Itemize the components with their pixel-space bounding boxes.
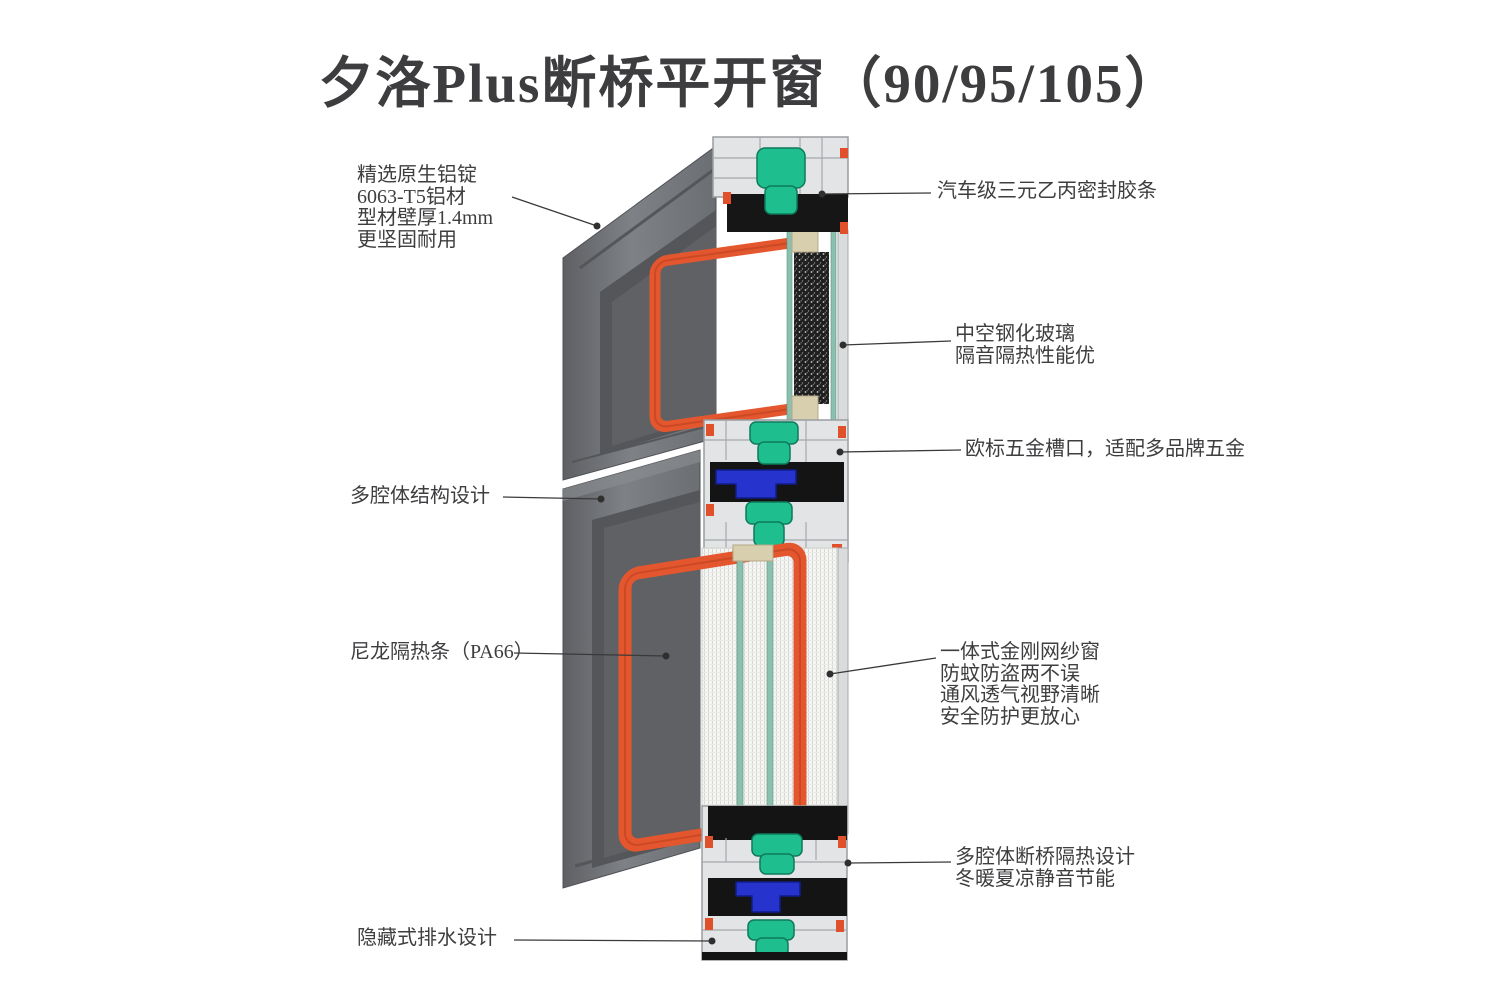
callout-line: 冬暖夏凉静音节能 — [955, 867, 1115, 890]
leader-line — [513, 939, 713, 942]
callout-line: 安全防护更放心 — [940, 705, 1080, 728]
leader-line — [821, 192, 932, 195]
leader-dot — [662, 652, 670, 660]
leader-dots — [593, 190, 852, 945]
leader-line — [829, 657, 937, 675]
callout-insulated-glass: 中空钢化玻璃 隔音隔热性能优 — [955, 323, 1095, 367]
middle-transom-profile-section — [703, 419, 849, 563]
callout-line: 通风透气视野清晰 — [940, 684, 1100, 706]
top-glass-unit — [786, 225, 849, 425]
bottom-frame-profile-section — [701, 805, 848, 961]
page-title: 夕洛Plus断桥平开窗（90/95/105） — [318, 53, 1182, 114]
leader-dot — [836, 448, 844, 456]
callout-line: 防蚊防盗两不误 — [940, 662, 1080, 685]
callout-thermal-break-strip: 尼龙隔热条（PA66） — [350, 641, 534, 664]
callout-aluminum-profile: 精选原生铝锭 6063-T5铝材 型材壁厚1.4mm 更坚固耐用 — [357, 164, 494, 251]
hardware-groove-blue-bottom — [735, 881, 801, 913]
mesh-screen-panel — [701, 547, 849, 835]
leader-dot — [818, 190, 826, 198]
leader-dot — [708, 937, 716, 945]
leader-line — [513, 652, 667, 657]
callout-line: 多腔体结构设计 — [350, 485, 490, 507]
top-frame-slab — [562, 145, 717, 481]
leader-line — [842, 340, 952, 346]
glass-speckle-panel — [794, 252, 829, 404]
callout-line: 中空钢化玻璃 — [955, 323, 1075, 345]
top-frame-profile-section — [712, 136, 849, 234]
callout-hardware-groove: 欧标五金槽口，适配多品牌五金 — [965, 438, 1245, 461]
leader-dot — [597, 495, 605, 503]
callout-epdm-seal: 汽车级三元乙丙密封胶条 — [937, 180, 1157, 203]
callout-security-mesh: 一体式金刚网纱窗 防蚊防盗两不误 通风透气视野清晰 安全防护更放心 — [940, 641, 1100, 728]
callout-line: 隔音隔热性能优 — [955, 344, 1095, 367]
callout-line: 汽车级三元乙丙密封胶条 — [937, 180, 1157, 202]
callout-line: 隐藏式排水设计 — [357, 927, 497, 949]
leader-line — [847, 861, 952, 864]
leader-dot — [593, 222, 601, 230]
callout-multi-chamber: 多腔体结构设计 — [350, 485, 490, 508]
epdm-gasket-top — [756, 147, 806, 215]
warm-edge-spacer — [732, 544, 774, 562]
callout-line: 一体式金刚网纱窗 — [940, 641, 1100, 663]
callout-thermal-insulation: 多腔体断桥隔热设计 冬暖夏凉静音节能 — [955, 846, 1135, 890]
leader-dot — [844, 859, 852, 867]
callout-line: 更坚固耐用 — [357, 228, 457, 251]
callout-line: 6063-T5铝材 — [357, 185, 466, 208]
callout-line: 型材壁厚1.4mm — [357, 207, 494, 229]
epdm-gasket-bottom-upper — [751, 833, 803, 875]
callout-line: 欧标五金槽口，适配多品牌五金 — [965, 438, 1245, 460]
callout-line: 多腔体断桥隔热设计 — [955, 846, 1135, 868]
leader-lines — [502, 192, 962, 942]
callout-line: 尼龙隔热条（PA66） — [350, 641, 534, 663]
leader-line — [511, 196, 598, 227]
leader-line — [839, 449, 962, 453]
leader-line — [502, 496, 602, 500]
callout-drainage-design: 隐藏式排水设计 — [357, 927, 497, 950]
warm-edge-spacer — [791, 395, 819, 423]
epdm-gasket-transom-bottom — [745, 501, 793, 547]
callout-line: 精选原生铝锭 — [357, 164, 477, 186]
leader-dot — [839, 341, 847, 349]
hardware-groove-blue — [715, 469, 797, 499]
leader-dot — [826, 670, 834, 678]
epdm-gasket-transom-top — [749, 421, 799, 465]
